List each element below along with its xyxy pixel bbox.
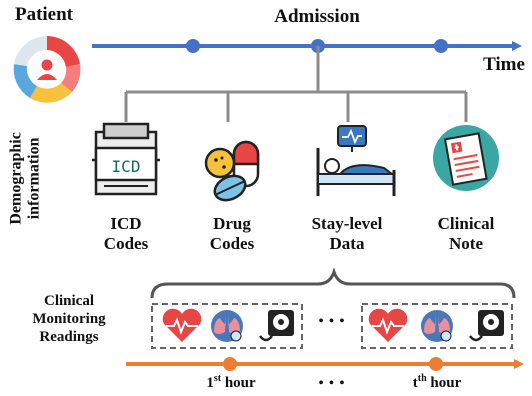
pills-icon: [204, 140, 260, 202]
demographic-label: Demographic information: [8, 108, 45, 248]
time-label: Time: [483, 54, 525, 75]
demographic-line-2: information: [26, 137, 43, 220]
blood-pressure-icon: [469, 310, 504, 342]
connector-tree: [124, 46, 468, 122]
monitoring-group-1: [151, 303, 303, 349]
clinical-note-icon: [433, 125, 499, 191]
modality-line-2: Codes: [209, 234, 255, 254]
hospital-bed-icon: [316, 125, 396, 196]
blood-pressure-icon: [259, 310, 294, 342]
hour-ellipsis: • • •: [318, 376, 346, 391]
admission-label: Admission: [274, 6, 360, 27]
t-hour-label: tth hour: [392, 374, 482, 392]
monitoring-group-2: [361, 303, 513, 349]
modality-line-1: Clinical: [437, 214, 495, 233]
monitoring-line-2: Monitoring: [32, 311, 106, 327]
monitoring-line-1: Clinical: [43, 293, 94, 309]
heart-rate-icon: [368, 308, 408, 342]
modality-label-note: Clinical Note: [420, 214, 512, 255]
svg-text:ICD: ICD: [112, 157, 141, 176]
first-hour-word: hour: [221, 375, 256, 391]
monitoring-label: Clinical Monitoring Readings: [14, 292, 124, 346]
first-hour-num: 1: [206, 375, 214, 391]
time-point: [434, 39, 448, 53]
hour-point-t: [429, 357, 443, 371]
t-hour-num: t: [412, 375, 418, 391]
patient-icon: [13, 36, 81, 103]
t-hour-word: hour: [426, 375, 462, 391]
modality-label-drug: Drug Codes: [192, 214, 272, 255]
heart-rate-icon: [162, 308, 202, 342]
modality-line-2: Note: [449, 234, 483, 254]
first-hour-label: 1st hour: [186, 374, 276, 392]
lungs-icon: [211, 310, 243, 342]
monitoring-ellipsis: • • •: [318, 314, 346, 329]
modality-line-1: Stay-level: [311, 214, 383, 233]
time-point: [186, 39, 200, 53]
t-hour-sup: th: [417, 373, 427, 384]
monitoring-brace: [150, 267, 516, 299]
monitoring-line-3: Readings: [39, 329, 99, 345]
icd-document-icon: ICD: [92, 122, 160, 196]
modality-label-stay: Stay-level Data: [292, 214, 402, 255]
lungs-icon: [421, 310, 453, 342]
patient-label: Patient: [14, 4, 74, 25]
modality-line-1: Drug: [213, 214, 251, 233]
modality-label-icd: ICD Codes: [86, 214, 166, 255]
modality-line-1: ICD: [110, 214, 142, 233]
demographic-line-1: Demographic: [7, 132, 25, 225]
first-hour-sup: st: [213, 373, 222, 384]
modality-line-2: Codes: [103, 234, 149, 254]
modality-line-2: Data: [329, 234, 365, 254]
hour-point-1: [223, 357, 237, 371]
